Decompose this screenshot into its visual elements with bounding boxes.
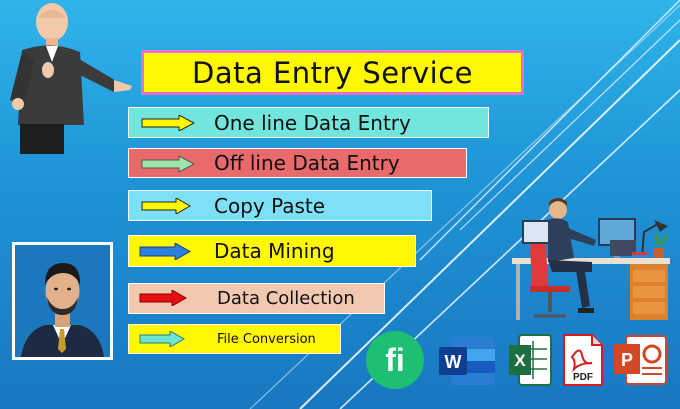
pdf-icon: PDF <box>563 334 603 386</box>
fiverr-icon: fi <box>366 331 424 389</box>
office-worker-icon <box>512 198 670 320</box>
word-icon: W <box>439 337 495 385</box>
arrow-icon <box>141 156 195 172</box>
arrow-icon <box>139 331 185 347</box>
profile-photo <box>15 245 110 357</box>
avatar <box>12 242 113 360</box>
service-label: One line Data Entry <box>214 110 411 135</box>
service-label: File Conversion <box>217 331 316 347</box>
service-item-copy-paste: Copy Paste <box>128 190 432 221</box>
powerpoint-icon-label: P <box>621 350 633 370</box>
service-label: Off line Data Entry <box>214 151 400 175</box>
arrow-icon <box>141 115 195 131</box>
arrow-icon <box>139 290 187 306</box>
pointing-man-icon <box>10 3 132 154</box>
service-item-offline-data-entry: Off line Data Entry <box>128 148 467 178</box>
service-item-file-conversion: File Conversion <box>128 324 341 354</box>
service-item-data-mining: Data Mining <box>128 235 416 267</box>
service-label: Data Collection <box>217 288 355 309</box>
service-label: Copy Paste <box>214 193 326 218</box>
fiverr-icon-label: fi <box>385 342 405 378</box>
pdf-icon-label: PDF <box>573 372 593 383</box>
excel-icon: X <box>509 334 552 386</box>
page-title: Data Entry Service <box>141 50 524 95</box>
arrow-icon <box>139 243 191 260</box>
service-item-data-collection: Data Collection <box>128 283 385 314</box>
excel-icon-label: X <box>514 351 526 370</box>
service-label: Data Mining <box>214 239 335 263</box>
powerpoint-icon: P <box>614 335 667 385</box>
arrow-icon <box>141 198 191 214</box>
service-item-online-data-entry: One line Data Entry <box>128 107 489 138</box>
word-icon-label: W <box>445 352 462 372</box>
